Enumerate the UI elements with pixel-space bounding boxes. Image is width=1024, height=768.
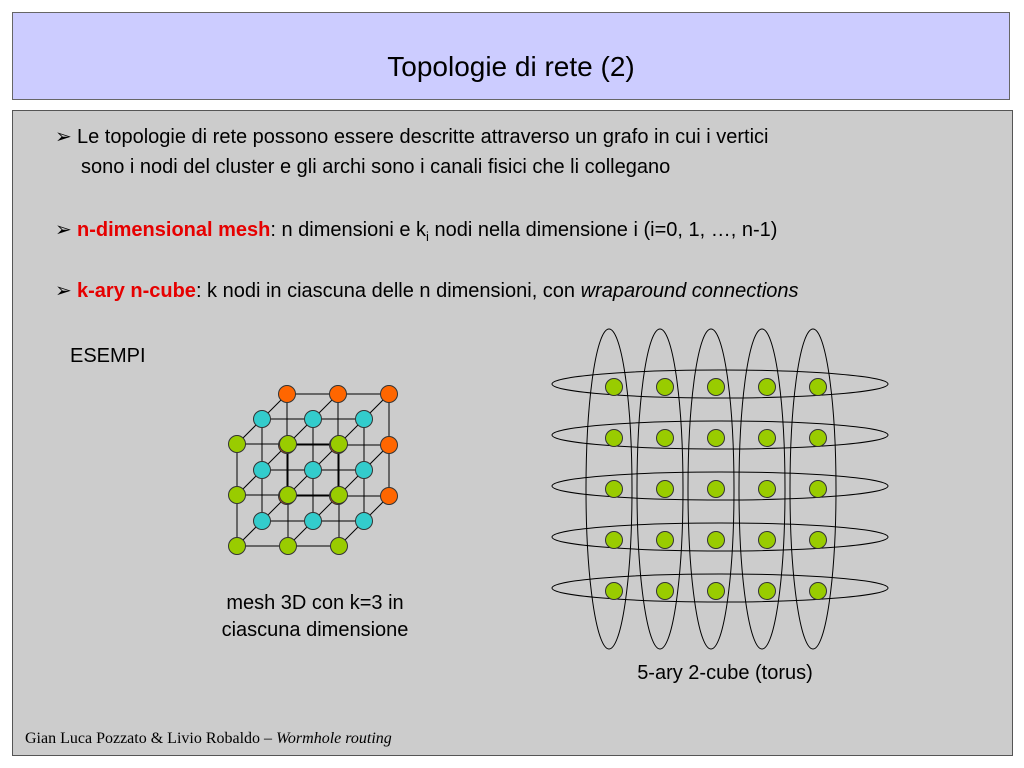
mesh-node — [253, 410, 271, 428]
mesh-node — [330, 486, 348, 504]
bullet-1-line1: Le topologie di rete possono essere desc… — [77, 126, 769, 148]
torus-node — [809, 531, 827, 549]
arrow-bullet-icon: ➢ — [55, 219, 72, 241]
torus-caption: 5-ary 2-cube (torus) — [637, 662, 813, 684]
torus-node — [656, 531, 674, 549]
torus-node — [758, 429, 776, 447]
torus-row-ring — [551, 573, 889, 603]
mesh-node — [355, 461, 373, 479]
mesh-caption: mesh 3D con k=3 in ciascuna dimensione — [180, 590, 450, 644]
torus-node — [707, 429, 725, 447]
mesh-node — [279, 537, 297, 555]
torus-column-ring — [636, 328, 684, 650]
mesh-3d-diagram — [228, 385, 398, 555]
torus-node — [707, 582, 725, 600]
mesh-node — [330, 537, 348, 555]
torus-column-ring — [789, 328, 837, 650]
torus-row-ring — [551, 369, 889, 399]
mesh-node — [304, 512, 322, 530]
wraparound-text: wraparound connections — [580, 280, 799, 302]
torus-node — [758, 378, 776, 396]
content-panel — [12, 110, 1013, 756]
mesh-caption-line2: ciascuna dimensione — [221, 619, 409, 641]
mesh-node — [253, 512, 271, 530]
mesh-term: n-dimensional mesh — [77, 219, 271, 241]
footer-authors: Gian Luca Pozzato & Livio Robaldo – — [25, 730, 277, 747]
torus-node — [605, 582, 623, 600]
bullet-1: ➢Le topologie di rete possono essere des… — [55, 122, 768, 152]
mesh-node — [228, 537, 246, 555]
mesh-node — [329, 385, 347, 403]
mesh-node — [228, 486, 246, 504]
mesh-node — [279, 486, 297, 504]
torus-node — [758, 582, 776, 600]
mesh-caption-line1: mesh 3D con k=3 in — [226, 592, 404, 614]
slide-title: Topologie di rete (2) — [387, 51, 635, 82]
mesh-text-b: nodi nella dimensione i (i=0, 1, …, n-1) — [428, 219, 778, 241]
torus-node — [656, 429, 674, 447]
torus-node — [809, 480, 827, 498]
mesh-subscript: i — [426, 229, 429, 244]
torus-row-ring — [551, 420, 889, 450]
mesh-node — [355, 512, 373, 530]
mesh-node — [330, 435, 348, 453]
mesh-node — [355, 410, 373, 428]
torus-row-ring — [551, 522, 889, 552]
torus-node — [809, 429, 827, 447]
esempi-label: ESEMPI — [70, 345, 146, 367]
mesh-node — [380, 385, 398, 403]
torus-node — [707, 531, 725, 549]
bullet-2: ➢n-dimensional mesh: n dimensioni e ki n… — [55, 215, 777, 252]
mesh-node — [228, 435, 246, 453]
footer: Gian Luca Pozzato & Livio Robaldo – Worm… — [25, 730, 392, 748]
torus-node — [605, 429, 623, 447]
mesh-node — [279, 435, 297, 453]
cube-term: k-ary n-cube — [77, 280, 196, 302]
mesh-node — [304, 410, 322, 428]
torus-row-ring — [551, 471, 889, 501]
mesh-text-a: : n dimensioni e k — [270, 219, 427, 241]
torus-column-ring — [585, 328, 633, 650]
mesh-node — [304, 461, 322, 479]
bullet-1-line2: sono i nodi del cluster e gli archi sono… — [81, 156, 671, 178]
torus-node — [656, 582, 674, 600]
arrow-bullet-icon: ➢ — [55, 280, 72, 302]
mesh-node — [380, 436, 398, 454]
torus-node — [758, 531, 776, 549]
torus-node — [605, 531, 623, 549]
footer-title: Wormhole routing — [276, 730, 392, 747]
bullet-1-continued: sono i nodi del cluster e gli archi sono… — [81, 152, 670, 182]
bullet-3: ➢k-ary n-cube: k nodi in ciascuna delle … — [55, 276, 799, 306]
torus-node — [758, 480, 776, 498]
torus-node — [656, 378, 674, 396]
cube-text: : k nodi in ciascuna delle n dimensioni,… — [195, 280, 581, 302]
torus-node — [656, 480, 674, 498]
torus-node — [605, 480, 623, 498]
mesh-node — [253, 461, 271, 479]
torus-node — [707, 480, 725, 498]
torus-node — [809, 378, 827, 396]
mesh-node — [380, 487, 398, 505]
torus-column-ring — [738, 328, 786, 650]
mesh-node — [278, 385, 296, 403]
title-bar: Topologie di rete (2) — [12, 12, 1010, 100]
torus-node — [707, 378, 725, 396]
torus-column-ring — [687, 328, 735, 650]
torus-node — [605, 378, 623, 396]
torus-node — [809, 582, 827, 600]
arrow-bullet-icon: ➢ — [55, 126, 72, 148]
torus-diagram — [551, 328, 889, 650]
